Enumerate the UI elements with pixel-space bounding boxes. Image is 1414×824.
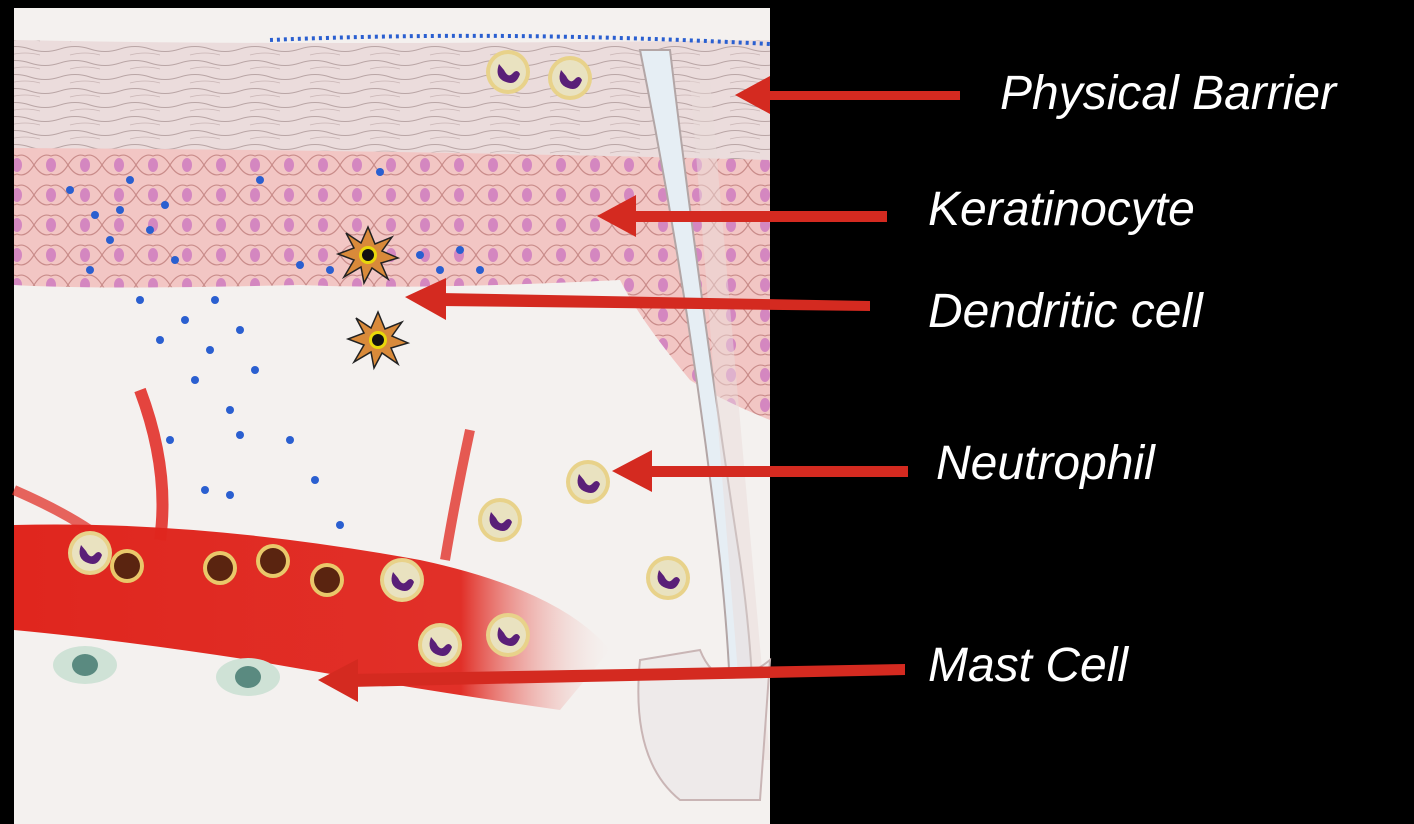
skin-illustration (14, 8, 770, 824)
label-physical-barrier: Physical Barrier (1000, 70, 1336, 118)
label-mast-cell: Mast Cell (928, 642, 1128, 690)
label-dendritic-cell: Dendritic cell (928, 288, 1203, 336)
label-keratinocyte: Keratinocyte (928, 186, 1195, 234)
mast-cell (53, 646, 117, 684)
arrow-physical-barrier (735, 76, 960, 114)
neutrophil (566, 460, 610, 504)
label-neutrophil: Neutrophil (936, 440, 1155, 488)
